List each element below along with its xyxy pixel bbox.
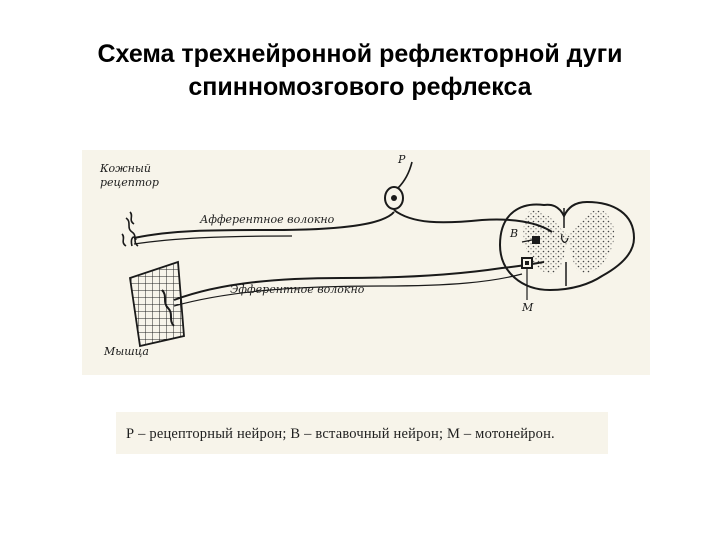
motor-neuron-body	[521, 257, 533, 300]
slide-title: Схема трехнейронной рефлекторной дуги сп…	[30, 38, 690, 104]
title-line-2: спинномозгового рефлекса	[188, 73, 532, 101]
label-motor-neuron: М	[522, 301, 534, 314]
label-interneuron: В	[510, 227, 519, 240]
label-skin-receptor-line2: рецептор	[100, 176, 159, 189]
receptor-neuron-body	[384, 161, 413, 210]
reflex-arc-diagram: Кожный рецептор Р Афферентное волокно В …	[82, 150, 650, 375]
label-muscle: Мышца	[104, 345, 149, 358]
label-skin-receptor-line1: Кожный	[100, 162, 151, 175]
diagram-drawing	[121, 161, 636, 348]
muscle-block	[128, 260, 185, 348]
efferent-fiber-line	[173, 261, 545, 301]
afferent-fiber-line	[133, 209, 553, 239]
interneuron-body	[521, 236, 540, 244]
title-line-1: Схема трехнейронной рефлекторной дуги	[97, 40, 623, 68]
label-receptor-neuron: Р	[398, 153, 406, 166]
skin-receptor-endings	[121, 211, 139, 247]
label-afferent-fiber: Афферентное волокно	[200, 213, 335, 226]
figure-caption-box: Р – рецепторный нейрон; В – вставочный н…	[116, 412, 608, 454]
label-efferent-fiber: Эфферентное волокно	[230, 283, 365, 296]
spinal-cord-section	[498, 200, 636, 292]
figure-caption: Р – рецепторный нейрон; В – вставочный н…	[126, 426, 555, 442]
